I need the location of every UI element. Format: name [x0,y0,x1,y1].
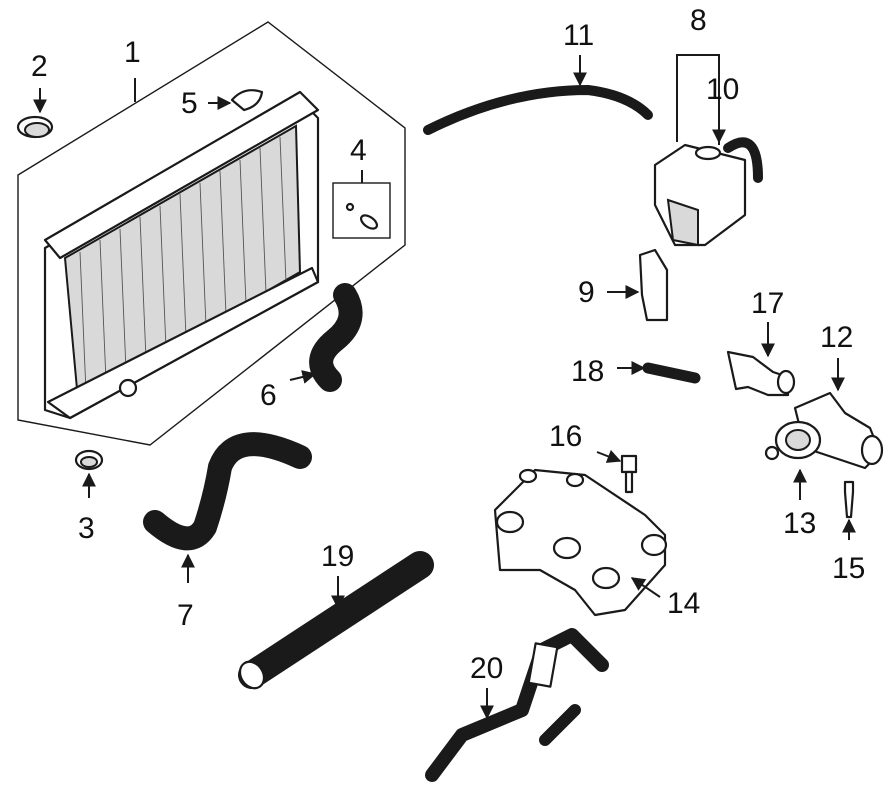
callout-16: 16 [549,420,582,453]
radiator-group-box [17,21,406,446]
leader-6 [289,370,317,384]
callout-20: 20 [470,652,503,685]
callout-6: 6 [260,379,277,412]
radiator-bottom-tank [46,266,320,420]
upper-radiator-hose [309,283,363,392]
reservoir-bracket [638,248,669,322]
radiator-cap [16,115,54,139]
leader-16 [596,449,622,463]
coolant-temp-sensor [620,454,638,494]
callout-17: 17 [751,287,784,320]
callout-2: 2 [31,50,48,83]
callout-15: 15 [832,552,865,585]
heater-pipe-assembly [425,628,609,782]
coolant-pipe-18 [642,362,701,384]
callout-12: 12 [820,321,853,354]
callout-labels: 1 2 3 4 5 6 7 8 9 10 11 12 13 14 15 16 1… [31,4,865,685]
leader-8 [676,54,720,145]
leader-14 [630,577,661,598]
radiator-assembly [17,21,406,446]
o-ring-kit-box [332,182,391,239]
leader-lines [33,54,856,720]
reservoir-cap [694,145,722,161]
radiator-fin-lines [79,136,287,393]
callout-3: 3 [78,512,95,545]
housing-bolt [843,480,855,519]
radiator-drain-plug [118,378,138,398]
callout-13: 13 [783,507,816,540]
callout-10: 10 [706,73,739,106]
radiator-mount-bushing [74,449,104,471]
radiator-mount-clip [230,89,264,112]
callout-4: 4 [350,134,367,167]
callout-19: 19 [321,540,354,573]
water-outlet [726,350,796,397]
callout-14: 14 [667,587,700,620]
callout-18: 18 [571,355,604,388]
callout-8: 8 [690,4,707,37]
overflow-hose [423,85,653,135]
lower-radiator-hose [143,432,312,551]
radiator-top-tank [43,90,320,260]
callout-9: 9 [578,276,595,309]
coolant-reservoir [653,137,763,247]
water-manifold [493,468,668,617]
o-ring-large [359,214,379,230]
callout-7: 7 [177,599,194,632]
callout-11: 11 [563,19,594,52]
o-ring-small [345,202,355,212]
water-pipe [238,551,434,690]
callout-1: 1 [124,36,141,69]
callout-5: 5 [181,87,198,120]
thermostat [764,420,822,461]
